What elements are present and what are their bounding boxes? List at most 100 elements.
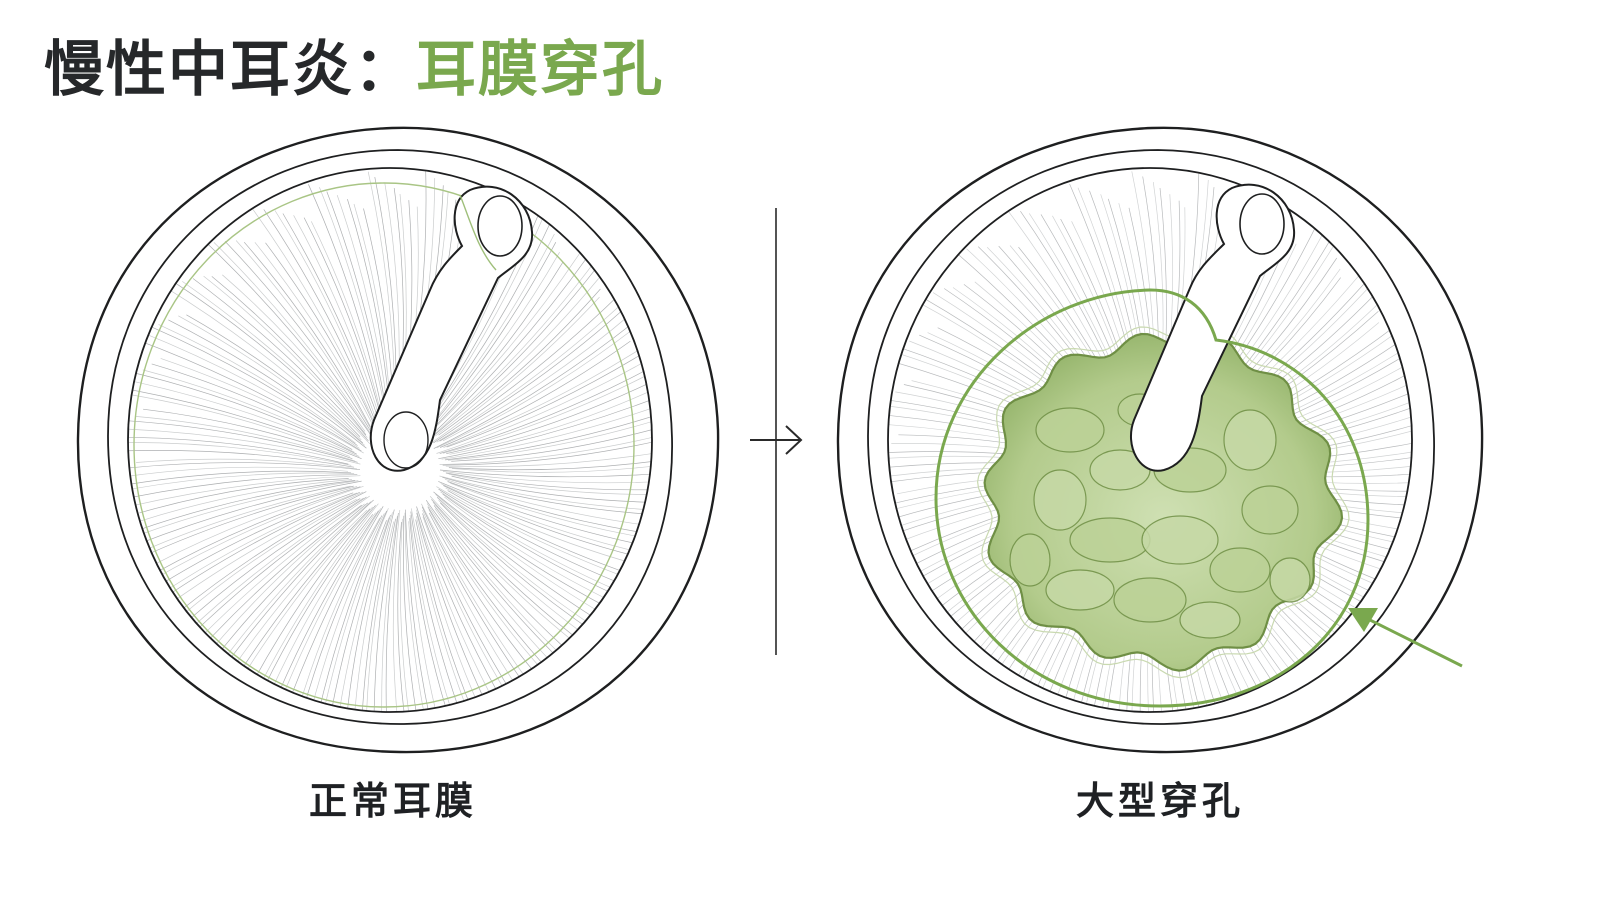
ear-canal-outer-rim-left [76, 126, 720, 754]
membrane-fiber [446, 379, 652, 455]
caption-normal-eardrum: 正常耳膜 [308, 779, 477, 823]
membrane-fiber [145, 492, 357, 605]
membrane-fiber [435, 278, 599, 437]
membrane-fiber [254, 242, 379, 437]
membrane-fiber [439, 300, 634, 442]
membrane-fiber [397, 521, 409, 712]
malleus-accent-left [459, 194, 497, 271]
membrane-fiber [128, 441, 352, 466]
membrane-fiber [444, 406, 652, 461]
annulus-highlight-left [133, 182, 635, 708]
membrane-fiber [436, 292, 635, 443]
membrane-fiber [192, 278, 369, 442]
membrane-fiber [128, 480, 359, 540]
membrane-fiber [128, 480, 362, 551]
membrane-fiber [438, 288, 601, 436]
membrane-fiber [421, 233, 555, 437]
membrane-fiber [130, 337, 362, 452]
normal-eardrum [76, 126, 720, 754]
membrane-fiber [135, 479, 352, 523]
membrane-fiber [175, 498, 361, 632]
mucosa-fold [1179, 601, 1241, 639]
membrane-fiber [293, 215, 384, 431]
membrane-fiber [445, 445, 652, 467]
membrane-fiber [158, 324, 356, 444]
membrane-fiber [135, 372, 357, 455]
membrane-fiber [410, 508, 480, 712]
mucosa-fold [1035, 407, 1105, 453]
membrane-fiber [426, 252, 560, 434]
membrane-fiber [451, 423, 652, 462]
membrane-fiber [128, 379, 360, 457]
membrane-fiber [448, 473, 652, 495]
malleus-head-left [477, 195, 523, 257]
mucosa-fold [1269, 557, 1311, 603]
membrane-fiber [186, 314, 364, 444]
membrane-fiber [296, 517, 381, 712]
membrane-fiber [147, 485, 364, 583]
membrane-fiber [140, 331, 360, 449]
title-accent: 耳膜穿孔 [416, 35, 664, 105]
mucosa-fold [1009, 533, 1051, 587]
perforated-eardrum [836, 126, 1484, 754]
membrane-fiber [445, 472, 652, 491]
membrane-fiber [435, 494, 648, 640]
membrane-fiber [128, 391, 350, 457]
membrane-fiber [308, 184, 385, 421]
membrane-fiber [416, 512, 510, 712]
membrane-fiber [429, 259, 597, 439]
membrane-fiber [445, 487, 646, 568]
membrane-fiber [415, 519, 488, 712]
mucosa-fold [1141, 515, 1219, 565]
membrane-fiber [405, 509, 440, 712]
membrane-fiber [442, 439, 652, 466]
membrane-fiber [282, 213, 384, 434]
caption-large-perforation: 大型穿孔 [1075, 779, 1244, 823]
membrane-fiber [436, 330, 632, 449]
membrane-fiber [213, 242, 374, 437]
membrane-fiber [175, 498, 357, 621]
membrane-fiber [449, 390, 652, 455]
pointer-arrow-icon [1348, 608, 1463, 668]
membrane-fiber [151, 363, 353, 450]
membrane-fiber [432, 237, 591, 430]
perforation-edge-halo [976, 326, 1350, 679]
membrane-fiber [451, 475, 652, 503]
membrane-fiber [421, 506, 553, 712]
membrane-fiber [436, 351, 652, 454]
membrane-fiber [128, 420, 358, 463]
membrane-fiber [451, 461, 652, 473]
membrane-fiber [438, 385, 652, 460]
membrane-fiber [416, 509, 502, 712]
membrane-fiber [128, 386, 362, 460]
membrane-fiber [203, 275, 368, 438]
membrane-fiber [360, 509, 395, 712]
membrane-fiber [128, 474, 358, 503]
membrane-fiber [176, 497, 364, 643]
mucosa-fold [1045, 569, 1115, 611]
membrane-fiber [441, 396, 652, 460]
membrane-fiber [433, 280, 634, 444]
membrane-fiber [143, 408, 353, 460]
membrane-fiber [128, 472, 355, 493]
membrane-fiber [442, 369, 652, 454]
membrane-fiber [447, 413, 652, 461]
membrane-fiber [173, 281, 361, 438]
membrane-fiber [422, 513, 530, 712]
membrane-fiber [151, 486, 361, 576]
membrane-fiber [142, 369, 355, 453]
membrane-fiber [331, 517, 390, 712]
membrane-fiber [216, 509, 368, 693]
membrane-fiber [439, 469, 652, 478]
mucosa-fold [1069, 517, 1151, 563]
membrane-fiber [224, 240, 373, 434]
membrane-fiber [415, 516, 499, 712]
membrane-fiber [352, 512, 393, 712]
membrane-fiber [381, 515, 398, 712]
membrane-fiber [263, 209, 378, 427]
membrane-fiber [128, 436, 349, 465]
membrane-fiber [440, 502, 619, 649]
membrane-fiber [432, 501, 590, 655]
membrane-fiber [128, 470, 352, 487]
mucosa-fold [1241, 485, 1299, 535]
